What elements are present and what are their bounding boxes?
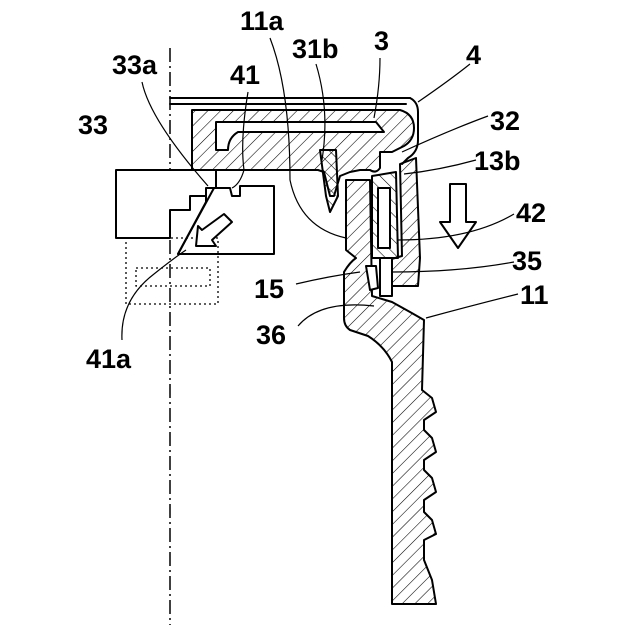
label-36: 36 bbox=[256, 320, 286, 350]
label-42: 42 bbox=[516, 198, 546, 228]
label-4: 4 bbox=[466, 40, 481, 70]
dotted-inner bbox=[136, 268, 210, 286]
label-41: 41 bbox=[230, 60, 260, 90]
label-11: 11 bbox=[520, 280, 549, 310]
label-15: 15 bbox=[254, 274, 284, 304]
lower-gap bbox=[380, 258, 392, 296]
ring-slot bbox=[378, 188, 390, 248]
label-35: 35 bbox=[512, 246, 542, 276]
down-arrow-icon bbox=[440, 184, 476, 248]
label-33: 33 bbox=[78, 110, 108, 140]
label-33a: 33a bbox=[112, 50, 158, 80]
label-3: 3 bbox=[374, 26, 389, 56]
label-11a: 11a bbox=[240, 6, 285, 36]
label-32: 32 bbox=[490, 106, 520, 136]
label-13b: 13b bbox=[474, 146, 521, 176]
label-41a: 41a bbox=[86, 344, 132, 374]
label-31b: 31b bbox=[292, 34, 339, 64]
